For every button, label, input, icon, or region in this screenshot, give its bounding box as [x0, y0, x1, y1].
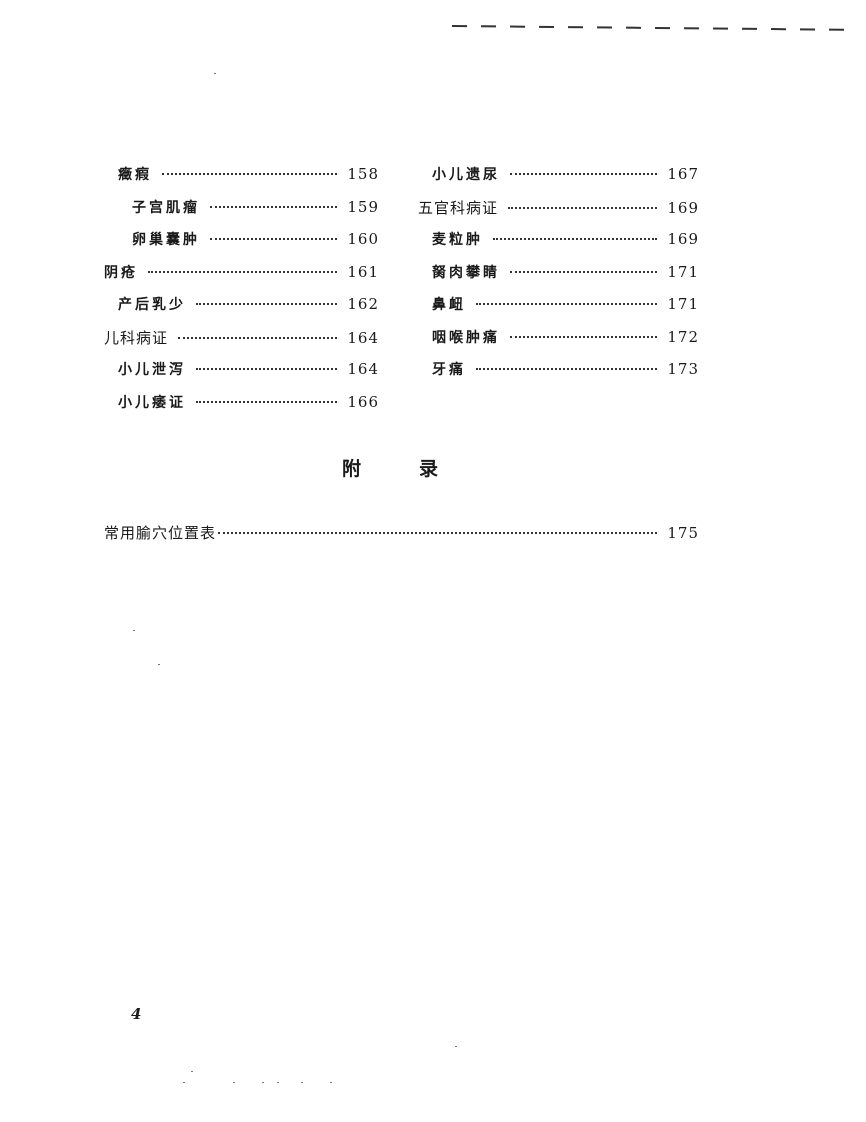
toc-entry[interactable]: 癥瘕 158 [104, 164, 379, 197]
toc-entry-label: 阴疮 [104, 264, 138, 281]
toc-section-heading[interactable]: 儿科病证 164 [104, 327, 379, 360]
toc-entry[interactable]: 小儿痿证 166 [104, 392, 379, 425]
toc-entry-page: 160 [347, 230, 379, 248]
toc-entry-label: 卵巢囊肿 [132, 232, 200, 248]
scan-speck [158, 664, 160, 665]
scan-speck [133, 630, 135, 631]
appendix-heading-char: 附 [342, 458, 362, 480]
toc-entry[interactable]: 小儿泄泻 164 [104, 359, 379, 392]
toc-entry-label: 五官科病证 [418, 198, 499, 217]
toc-entry-label: 儿科病证 [104, 328, 169, 347]
appendix-entry-label: 常用腧穴位置表 [104, 524, 217, 542]
toc-entry-page: 169 [667, 198, 699, 217]
dot-leader [476, 368, 657, 370]
header-dashed-rule [452, 22, 852, 42]
dot-leader [196, 400, 337, 403]
toc-entry-label: 牙痛 [432, 362, 466, 378]
toc-entry-label: 咽喉肿痛 [432, 329, 500, 346]
appendix-entry-page: 175 [667, 524, 699, 542]
toc-entry-label: 鼻衄 [432, 297, 466, 313]
toc-entry[interactable]: 阴疮 161 [104, 262, 379, 295]
toc-entry-page: 164 [347, 328, 379, 347]
toc-entry-label: 麦粒肿 [432, 232, 483, 248]
toc-entry[interactable]: 小儿遗尿 167 [418, 164, 699, 197]
scan-speck [233, 1082, 235, 1083]
scan-speck [301, 1082, 303, 1083]
dot-leader [508, 206, 657, 209]
toc-entry-page: 158 [347, 165, 379, 183]
toc-entry[interactable]: 子宫肌瘤 159 [104, 197, 379, 230]
page-number: 4 [131, 1005, 142, 1023]
dot-leader [510, 270, 657, 273]
appendix-heading-char: 录 [419, 458, 439, 480]
dot-leader [510, 173, 657, 175]
toc-entry-page: 161 [347, 262, 379, 281]
toc-entry-label: 产后乳少 [118, 297, 186, 313]
toc-entry-label: 子宫肌瘤 [132, 199, 200, 216]
scan-speck [183, 1082, 185, 1083]
scan-speck [214, 73, 216, 74]
toc-entry[interactable]: 咽喉肿痛 172 [418, 327, 699, 360]
dot-leader [493, 238, 657, 240]
toc-entry[interactable]: 牙痛 173 [418, 359, 699, 392]
toc-entry[interactable]: 产后乳少 162 [104, 294, 379, 327]
appendix-heading: 附 录 [342, 454, 438, 481]
scan-speck [277, 1082, 279, 1083]
toc-entry-label: 小儿痿证 [118, 394, 186, 411]
toc-entry-page: 173 [667, 360, 699, 378]
appendix-entry[interactable]: 常用腧穴位置表 175 [104, 522, 699, 543]
scan-speck [455, 1046, 457, 1047]
toc-entry-page: 164 [347, 360, 379, 378]
toc-entry[interactable]: 卵巢囊肿 160 [104, 229, 379, 262]
toc-entry-page: 169 [667, 230, 699, 248]
toc-entry-page: 172 [667, 327, 699, 346]
toc-entry-label: 胬肉攀睛 [432, 264, 500, 281]
dot-leader [210, 238, 337, 240]
toc-entry-label: 小儿泄泻 [118, 362, 186, 378]
dot-leader [196, 368, 337, 370]
toc-entry-page: 162 [347, 295, 379, 313]
scan-speck [330, 1082, 332, 1083]
toc-entry-page: 159 [347, 197, 379, 216]
toc-entry-page: 171 [667, 295, 699, 313]
toc-section-heading[interactable]: 五官科病证 169 [418, 197, 699, 230]
toc-entry-label: 小儿遗尿 [432, 167, 500, 183]
dot-leader [178, 336, 337, 339]
toc-left-column: 癥瘕 158 子宫肌瘤 159 卵巢囊肿 160 阴疮 161 产后乳少 162… [104, 164, 379, 424]
toc-entry-page: 171 [667, 262, 699, 281]
toc-right-column: 小儿遗尿 167 五官科病证 169 麦粒肿 169 胬肉攀睛 171 鼻衄 1… [418, 164, 699, 392]
dot-leader [210, 205, 337, 208]
toc-entry[interactable]: 麦粒肿 169 [418, 229, 699, 262]
dot-leader [162, 173, 337, 175]
dot-leader [218, 532, 657, 534]
dot-leader [476, 303, 657, 305]
toc-entry[interactable]: 胬肉攀睛 171 [418, 262, 699, 295]
dot-leader [148, 270, 337, 273]
scan-speck [262, 1082, 264, 1083]
scan-speck [191, 1071, 193, 1072]
toc-entry[interactable]: 鼻衄 171 [418, 294, 699, 327]
toc-entry-page: 167 [667, 165, 699, 183]
toc-entry-page: 166 [347, 392, 379, 411]
dot-leader [196, 303, 337, 305]
toc-entry-label: 癥瘕 [118, 167, 152, 183]
dot-leader [510, 335, 657, 338]
